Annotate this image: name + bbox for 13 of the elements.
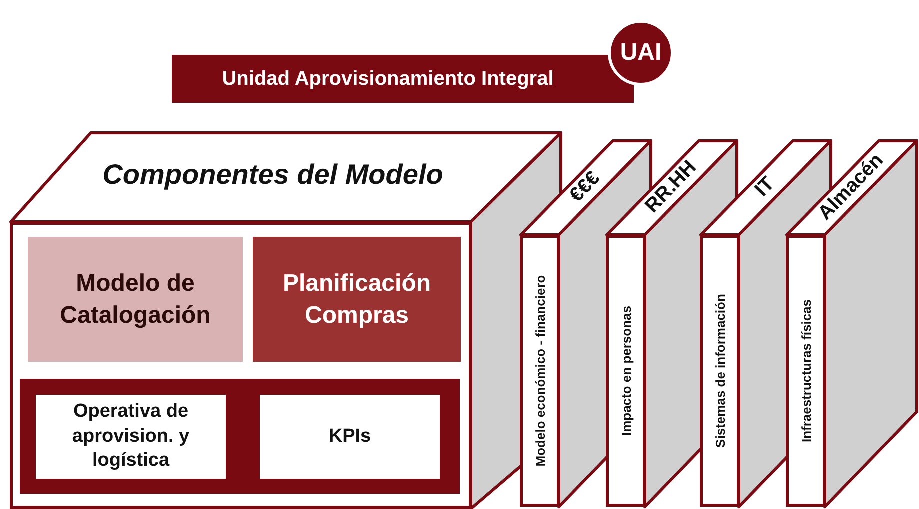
pillar-heading: €€€ <box>564 166 606 208</box>
acronym-badge: UAI <box>608 20 674 86</box>
pillar-caption: Sistemas de información <box>712 293 728 450</box>
component-tile: KPIs <box>260 395 440 479</box>
pillar-caption: Impacto en personas <box>618 304 635 438</box>
component-tile: Operativa de aprovision. y logística <box>36 395 226 479</box>
component-tile: Planificación Compras <box>253 237 461 362</box>
pillar-heading: IT <box>750 172 780 203</box>
model-heading: Componentes del Modelo <box>102 158 444 192</box>
pillar-caption: Infraestructuras físicas <box>798 298 814 445</box>
component-band <box>20 379 460 494</box>
component-tile: Modelo de Catalogación <box>28 237 243 362</box>
pillar-caption: Modelo económico - financiero <box>532 274 548 469</box>
